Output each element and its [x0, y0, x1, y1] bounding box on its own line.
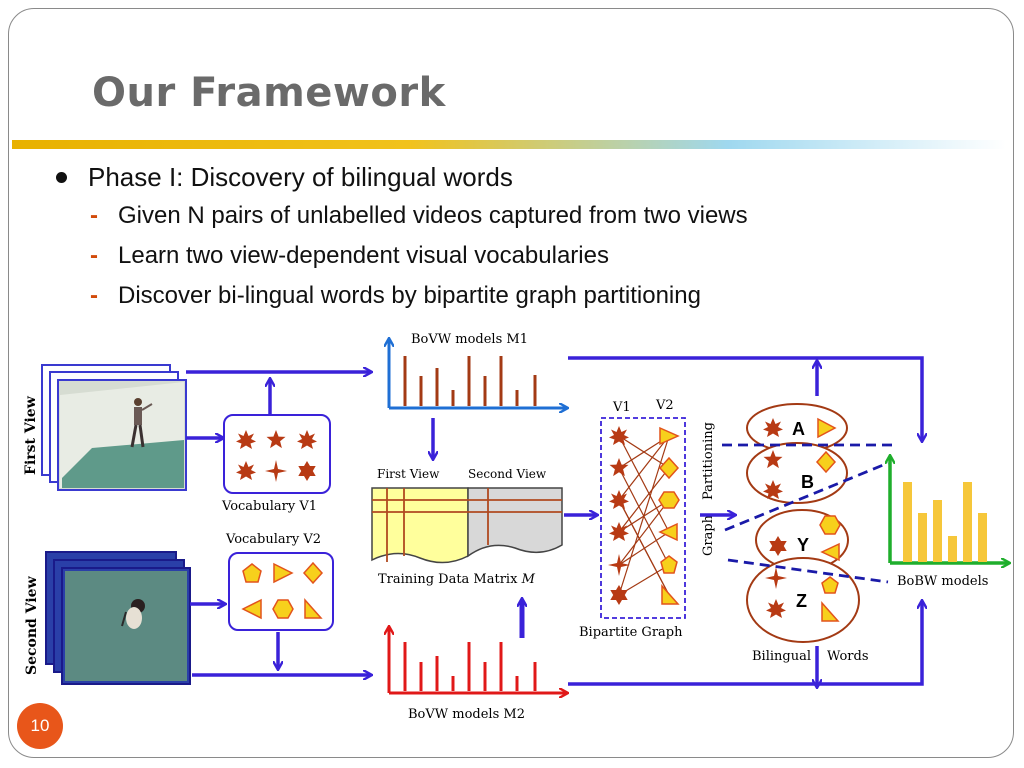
graph-label: Graph	[701, 514, 716, 556]
words-label: Words	[827, 649, 869, 664]
cluster-z-letter: Z	[796, 591, 807, 611]
vocabulary-v2-label: Vocabulary V2	[225, 532, 321, 547]
dash-icon: -	[90, 282, 98, 309]
cluster-y: Y	[755, 509, 849, 571]
bipartite-graph-label: Bipartite Graph	[579, 625, 683, 640]
slide-number-badge: 10	[17, 703, 63, 749]
first-view-video-stack	[41, 364, 187, 491]
sub-bullet: - Discover bi-lingual words by bipartite…	[56, 276, 748, 316]
matrix-second-view-label: Second View	[468, 467, 547, 481]
dash-icon: -	[90, 202, 98, 229]
bullet-main-text: Phase I: Discovery of bilingual words	[88, 162, 513, 192]
bobw-chart	[890, 457, 1008, 563]
cluster-b: B	[746, 442, 848, 504]
sub-bullet: - Given N pairs of unlabelled videos cap…	[56, 196, 748, 236]
v2-label: V2	[655, 398, 674, 413]
person-topview	[121, 599, 145, 629]
training-data-matrix	[371, 487, 563, 564]
bullet-dot-icon	[56, 172, 67, 183]
sub-bullet-text: Discover bi-lingual words by bipartite g…	[118, 282, 701, 309]
bullet-list: Phase I: Discovery of bilingual words - …	[56, 158, 748, 316]
bipartite-graph	[600, 417, 686, 619]
sub-bullet-text: Learn two view-dependent visual vocabula…	[118, 242, 609, 269]
sub-bullet-text: Given N pairs of unlabelled videos captu…	[118, 202, 748, 229]
second-view-label: Second View	[24, 575, 40, 675]
partitioning-label: Partitioning	[701, 422, 716, 500]
first-view-label: First View	[23, 395, 39, 475]
vocabulary-v2-box	[228, 552, 334, 631]
bovw-m1-chart	[389, 340, 566, 408]
slide-title: Our Framework	[92, 70, 446, 116]
bullet-main: Phase I: Discovery of bilingual words	[56, 158, 748, 196]
cluster-a-letter: A	[792, 419, 805, 439]
vocabulary-v1-label: Vocabulary V1	[221, 499, 317, 514]
cluster-z: Z	[746, 557, 860, 643]
v1-label: V1	[612, 400, 631, 415]
dash-icon: -	[90, 242, 98, 269]
training-matrix-label: Training Data Matrix M	[378, 572, 536, 587]
sub-bullet: - Learn two view-dependent visual vocabu…	[56, 236, 748, 276]
bilingual-label: Bilingual	[752, 649, 811, 664]
cluster-a: A	[746, 403, 848, 453]
bovw-m2-chart	[389, 628, 566, 693]
second-view-video-stack	[45, 551, 191, 685]
partition-lines	[722, 443, 895, 584]
person-figure	[130, 398, 153, 448]
bovw-m2-label: BoVW models M2	[408, 707, 525, 722]
vocabulary-v1-box	[223, 414, 331, 494]
bovw-m1-label: BoVW models M1	[411, 332, 528, 347]
bobw-label: BoBW models	[897, 574, 988, 589]
matrix-first-view-label: First View	[377, 467, 440, 481]
title-underline	[12, 140, 1006, 149]
cluster-y-letter: Y	[797, 535, 809, 555]
cluster-b-letter: B	[801, 472, 814, 492]
